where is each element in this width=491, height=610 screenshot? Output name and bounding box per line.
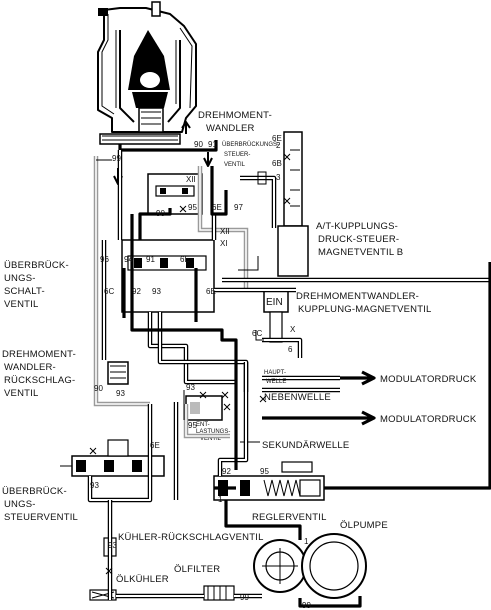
- rueckschlagventil-label: DREHMOMENT- WANDLER- RÜCKSCHLAG- VENTIL: [2, 349, 79, 399]
- kuehler-rueckschlagventil-label: KÜHLER-RÜCKSCHLAGVENTIL: [118, 532, 264, 543]
- nebenwelle-label: NEBENWELLE: [264, 392, 331, 403]
- svg-text:95: 95: [188, 203, 197, 212]
- svg-text:99: 99: [240, 593, 249, 602]
- port-numbers: 99 91 90 96 94 91 6E 6C 92 93 6E XII 90 …: [90, 134, 311, 610]
- svg-text:97: 97: [234, 203, 243, 212]
- rueckschlagventil: [107, 361, 129, 385]
- svg-text:94: 94: [124, 255, 133, 264]
- svg-text:93: 93: [186, 383, 195, 392]
- hauptwelle-label: HAUPT- WELLE: [264, 370, 288, 385]
- modulatordruck-2-label: MODULATORDRUCK: [380, 414, 477, 425]
- reglerventil: [213, 461, 325, 501]
- modulatordruck-1-label: MODULATORDRUCK: [380, 374, 477, 385]
- ueberbrueckungs-schaltventil-label: ÜBERBRÜCK- UNGS- SCHALT- VENTIL: [4, 260, 72, 310]
- svg-text:6E: 6E: [272, 134, 282, 143]
- svg-text:95: 95: [188, 421, 197, 430]
- svg-text:1: 1: [218, 495, 223, 504]
- svg-text:6C: 6C: [104, 287, 114, 296]
- svg-text:XI: XI: [220, 239, 228, 248]
- reglerventil-label: REGLERVENTIL: [252, 512, 327, 523]
- svg-text:99: 99: [302, 601, 311, 610]
- drehmomentwandler-label: DREHMOMENT- WANDLER: [198, 110, 275, 134]
- x-markers: [89, 153, 291, 575]
- svg-text:6E: 6E: [150, 441, 160, 450]
- shafts: [240, 370, 376, 443]
- entlastungsventil: [185, 395, 223, 421]
- oelpumpe-label: ÖLPUMPE: [340, 520, 388, 531]
- svg-text:99: 99: [112, 154, 121, 163]
- at-kupplungsdruck-label: A/T-KUPPLUNGS- DRUCK-STEUER- MAGNETVENTI…: [316, 221, 403, 258]
- svg-text:93: 93: [108, 541, 117, 550]
- svg-text:96: 96: [100, 255, 109, 264]
- hydraulic-lines: [60, 150, 491, 608]
- ueberbrueckungs-steuerventil-top-label: ÜBERBRÜCKUNGS- STEUER- VENTIL: [222, 141, 281, 168]
- svg-text:6E: 6E: [180, 255, 190, 264]
- svg-text:93: 93: [116, 389, 125, 398]
- svg-text:91: 91: [146, 255, 155, 264]
- kupplung-magnetventil: EIN: [263, 289, 289, 343]
- svg-text:90: 90: [194, 140, 203, 149]
- svg-text:6E: 6E: [212, 203, 222, 212]
- svg-text:XII: XII: [186, 175, 196, 184]
- svg-text:90: 90: [156, 209, 165, 218]
- svg-text:6E: 6E: [206, 287, 216, 296]
- svg-text:93: 93: [90, 481, 99, 490]
- svg-text:2: 2: [276, 141, 281, 150]
- svg-text:92: 92: [132, 287, 141, 296]
- svg-text:1: 1: [304, 537, 309, 546]
- svg-text:XII: XII: [220, 227, 230, 236]
- kupplung-magnetventil-label: DREHMOMENTWANDLER- KUPPLUNG-MAGNETVENTIL: [296, 291, 432, 315]
- svg-text:X: X: [290, 325, 296, 334]
- svg-text:95: 95: [260, 467, 269, 476]
- oelpumpe: [253, 533, 367, 599]
- svg-text:93: 93: [152, 287, 161, 296]
- svg-text:3: 3: [276, 173, 281, 182]
- oelfilter-label: ÖLFILTER: [174, 564, 220, 575]
- torque-converter: [97, 1, 218, 152]
- sekundaerwelle-label: SEKUNDÄRWELLE: [262, 440, 349, 451]
- svg-text:6C: 6C: [252, 329, 262, 338]
- lockup-shift-valve: [121, 173, 215, 313]
- oelkuehler-label: ÖLKÜHLER: [116, 574, 169, 585]
- entlastungsventil-label: ENT- LASTUNGS- VENTIL: [196, 422, 232, 442]
- ein-label: EIN: [266, 297, 283, 308]
- svg-text:91: 91: [208, 140, 217, 149]
- ueberbrueckungs-steuerventil-label: ÜBERBRÜCK- UNGS- STEUERVENTIL: [2, 486, 78, 523]
- svg-text:92: 92: [222, 467, 231, 476]
- svg-text:6: 6: [288, 345, 293, 354]
- svg-text:6B: 6B: [272, 159, 282, 168]
- svg-text:90: 90: [94, 384, 103, 393]
